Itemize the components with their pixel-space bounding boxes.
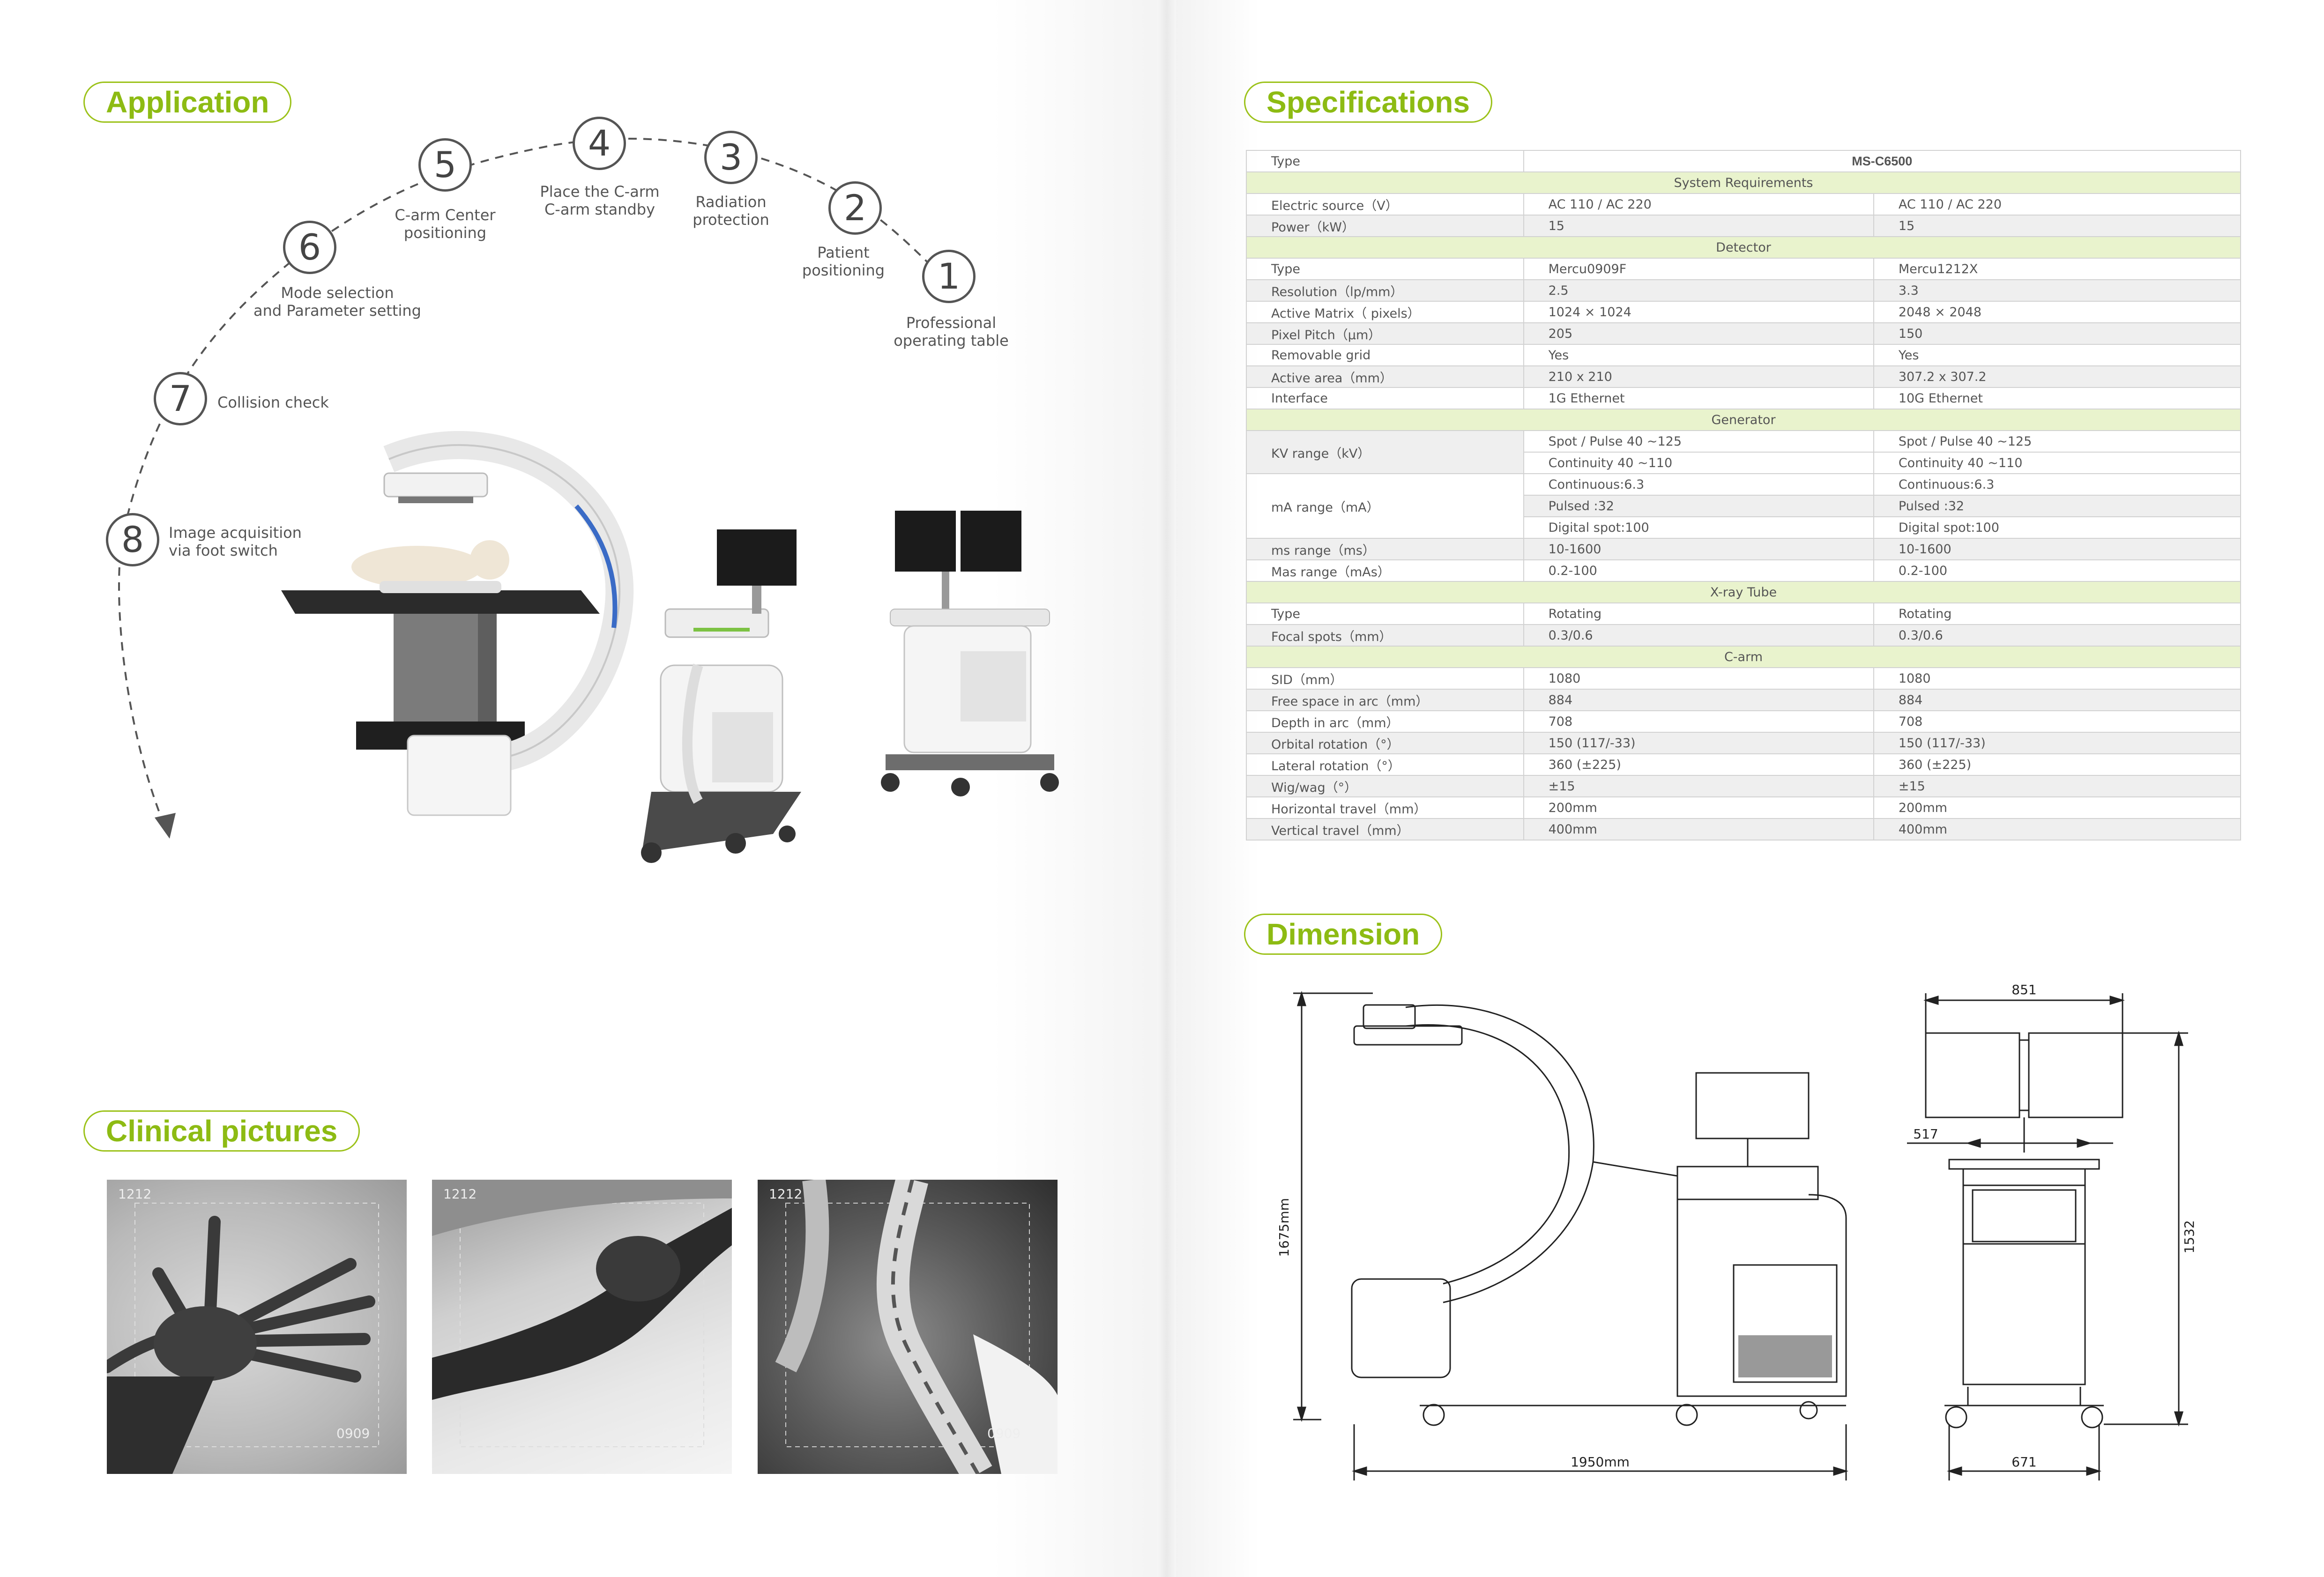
step-4-label: Place the C-arm C-arm standby xyxy=(540,183,660,218)
patient-head xyxy=(470,540,509,580)
image-2-top-label: 1212 xyxy=(443,1186,477,1202)
table-row: Orbital rotation（°）150 (117/-33)150 (117… xyxy=(1246,732,2242,754)
hand-xray-drawing xyxy=(107,1203,379,1474)
image-1-bottom-label: 0909 xyxy=(336,1426,370,1441)
step-1-number: 1 xyxy=(922,250,976,303)
image-2-bottom-label: 0909 xyxy=(662,1426,695,1441)
step-6-number: 6 xyxy=(283,221,336,274)
clinical-pictures-title: Clinical pictures xyxy=(83,1110,360,1152)
table-row: Wig/wag（°）±15±15 xyxy=(1246,775,2242,797)
dim-cart-offset: 517 xyxy=(1913,1126,1938,1142)
workflow-arc xyxy=(118,138,943,839)
step-3-label: Radiation protection xyxy=(693,193,769,229)
workstation-monitor-right xyxy=(961,511,1021,572)
cart-base xyxy=(642,792,801,853)
step-7-label: Collision check xyxy=(217,394,329,411)
step-2-number: 2 xyxy=(828,181,882,235)
dim-height-main: 1675mm xyxy=(1276,1198,1292,1257)
step-8-number: 8 xyxy=(106,513,159,566)
table-top xyxy=(281,590,600,614)
c-arm-system-illustration xyxy=(281,431,1059,863)
dimension-title: Dimension xyxy=(1244,914,1443,955)
image-3-top-label: 1212 xyxy=(769,1186,803,1202)
clinical-image-hand: 1212 0909 xyxy=(107,1180,407,1474)
specifications-title: Specifications xyxy=(1244,82,1492,123)
dim-cart-width-bottom: 671 xyxy=(2011,1454,2036,1470)
dim-cart-height: 1532 xyxy=(2182,1220,2197,1253)
step-7-number: 7 xyxy=(154,372,207,425)
dim-cart-width-top: 851 xyxy=(2011,982,2036,997)
step-3-number: 3 xyxy=(704,131,758,184)
section-c-arm: C-arm xyxy=(1246,646,2241,668)
step-6-label: Mode selection and Parameter setting xyxy=(253,284,421,320)
workstation-monitor-left xyxy=(895,511,956,572)
workstation-top xyxy=(890,609,1050,626)
step-4-number: 4 xyxy=(573,117,626,170)
detector xyxy=(383,472,488,498)
step-5-number: 5 xyxy=(418,138,472,192)
cart-monitor xyxy=(717,529,797,586)
header-type-label: Type xyxy=(1246,150,1524,172)
clinical-image-shoulder: 1212 0909 xyxy=(432,1180,732,1474)
step-1-label: Professional operating table xyxy=(894,314,1009,350)
header-model: MS-C6500 xyxy=(1523,150,2242,172)
step-5-label: C-arm Center positioning xyxy=(395,206,496,242)
section-xray-tube: X-ray Tube xyxy=(1246,581,2241,603)
patient-body xyxy=(351,546,483,588)
section-detector: Detector xyxy=(1246,236,2241,259)
table-row-header: Type MS-C6500 xyxy=(1246,150,2242,172)
section-generator: Generator xyxy=(1246,409,2241,431)
table-column xyxy=(394,614,478,722)
xray-tube-housing xyxy=(407,735,512,816)
shoulder-xray-drawing xyxy=(432,1180,732,1447)
dimension-drawing-workstation: 851 517 1532 671 xyxy=(1907,982,2197,1480)
step-2-label: Patient positioning xyxy=(802,244,885,279)
dim-width-main: 1950mm xyxy=(1571,1454,1630,1470)
image-3-bottom-label: 0909 xyxy=(987,1426,1021,1441)
spine-xray-drawing xyxy=(775,1180,1058,1474)
image-1-top-label: 1212 xyxy=(118,1186,152,1202)
page-fold xyxy=(1157,0,1176,1577)
application-title: Application xyxy=(83,82,292,123)
specifications-table: Type MS-C6500 System Requirements Electr… xyxy=(1246,150,2242,841)
section-system-requirements: System Requirements xyxy=(1246,171,2241,194)
step-8-label: Image acquisition via foot switch xyxy=(169,524,302,559)
dimension-drawing-main: 1675mm 1950mm xyxy=(1276,990,1849,1480)
arrow-head xyxy=(155,813,176,839)
clinical-image-spine: 1212 0909 xyxy=(758,1180,1058,1474)
table-row: Lateral rotation（°）360 (±225)360 (±225) xyxy=(1246,753,2242,776)
